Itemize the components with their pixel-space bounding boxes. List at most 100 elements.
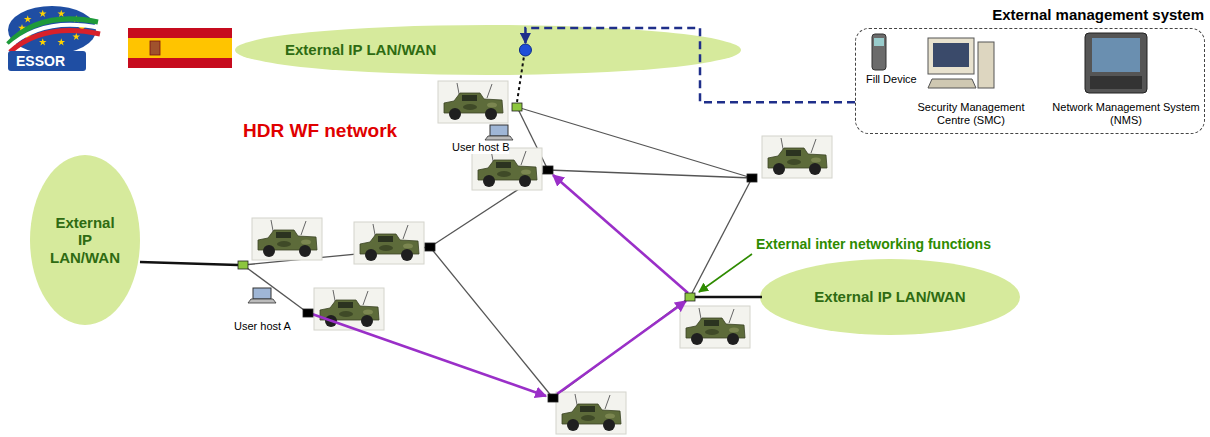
- laptop-base: [248, 299, 276, 303]
- lan-wan-ellipse: External IP LAN/WAN: [30, 155, 140, 325]
- camo-patch: [301, 240, 311, 245]
- vehicle-icon: [252, 218, 322, 260]
- vehicle-icon: [762, 136, 832, 178]
- vehicle-window: [496, 162, 511, 168]
- case: [1085, 33, 1147, 93]
- host-label: User host B: [452, 141, 509, 154]
- node-text: External IP LAN/WAN: [48, 214, 122, 266]
- camo-patch: [463, 104, 477, 110]
- vehicle-icon: [556, 392, 626, 434]
- camo-patch: [581, 415, 595, 421]
- vehicle-frame: [472, 148, 542, 190]
- keys: [1090, 76, 1142, 89]
- ellipse-fill: [30, 155, 140, 325]
- camo-patch: [497, 171, 511, 177]
- computer-icon: [928, 38, 994, 88]
- vehicle-icon: [314, 288, 384, 330]
- wheel: [365, 249, 377, 261]
- camo-patch: [487, 103, 497, 108]
- management-system-box: External management systemFill DeviceSec…: [855, 28, 1205, 134]
- camo-patch: [339, 311, 353, 317]
- laptop-screen: [490, 125, 508, 136]
- node-text: External IP LAN/WAN: [814, 288, 965, 305]
- node-text: Fill Device: [866, 73, 917, 86]
- logo-star: [72, 33, 80, 40]
- radio-link: [517, 107, 752, 178]
- vehicle-icon: [472, 148, 542, 190]
- flag-stripe: [128, 28, 232, 68]
- wheel: [691, 333, 703, 345]
- laptop-icon: [485, 125, 513, 140]
- antenna: [301, 221, 306, 235]
- data-flow-arrow: [553, 175, 688, 293]
- vehicle-window: [462, 95, 477, 101]
- flag-emblem: [150, 41, 160, 55]
- gateway-link: [140, 262, 238, 265]
- data-flow-arrow: [312, 314, 546, 396]
- gateway-link: [695, 296, 762, 299]
- tower: [978, 42, 994, 88]
- radio-link: [430, 247, 553, 398]
- ellipse-fill: [235, 25, 741, 75]
- vehicle-icon: [680, 306, 750, 348]
- wheel: [773, 163, 785, 175]
- camo-patch: [379, 245, 393, 251]
- essor-logo: [8, 6, 100, 71]
- vehicle-frame: [556, 392, 626, 434]
- antenna: [605, 395, 610, 409]
- vehicle-frame: [252, 218, 322, 260]
- spanish-flag: [128, 28, 232, 68]
- flag-stripe: [128, 38, 232, 58]
- wheel: [603, 419, 615, 431]
- camo-patch: [787, 159, 801, 165]
- vehicle-frame: [438, 81, 508, 123]
- camo-patch: [811, 158, 821, 163]
- wheel: [485, 108, 497, 120]
- device-label: Security Management Centre (SMC): [901, 101, 1041, 126]
- vehicle-window: [580, 406, 595, 412]
- wheel: [727, 333, 739, 345]
- vehicle-window: [276, 232, 291, 238]
- radio-node: [425, 243, 435, 251]
- vehicle-frame: [762, 136, 832, 178]
- logo-star: [39, 10, 47, 17]
- fill-device-icon: [872, 34, 886, 70]
- logo-bar: [8, 51, 86, 71]
- screen: [1092, 38, 1140, 72]
- radio-link: [243, 265, 308, 313]
- logo-star: [57, 38, 65, 45]
- vehicle-window: [786, 150, 801, 156]
- device-label: Fill Device: [866, 73, 917, 86]
- radio-node: [512, 103, 522, 111]
- wheel: [567, 419, 579, 431]
- vehicle-window: [704, 320, 719, 326]
- camo-patch: [605, 414, 615, 419]
- wheel: [263, 245, 275, 257]
- radio-node: [238, 261, 248, 269]
- callout-label: External inter networking functions: [756, 236, 991, 252]
- logo-star: [57, 10, 65, 17]
- wheel: [809, 163, 821, 175]
- monitor: [928, 38, 974, 74]
- gateway-dot: [519, 44, 531, 56]
- node-text: Security Management Centre (SMC): [901, 101, 1041, 126]
- network-title: HDR WF network: [243, 120, 397, 142]
- node-text: Network Management System (NMS): [1051, 101, 1201, 126]
- device-screen: [874, 38, 884, 46]
- antenna: [487, 84, 492, 98]
- antenna: [811, 139, 816, 153]
- radio-link: [690, 178, 752, 297]
- lan-wan-ellipse: External IP LAN/WAN: [760, 259, 1020, 335]
- vehicle-frame: [314, 288, 384, 330]
- host-label: User host A: [234, 320, 291, 333]
- logo-star: [24, 15, 32, 22]
- vehicle-frame: [354, 222, 424, 264]
- radio-node: [685, 293, 695, 301]
- logo-text: ESSOR: [16, 53, 65, 69]
- vehicle-window: [338, 302, 353, 308]
- device-body: [872, 34, 886, 70]
- wheel: [519, 175, 531, 187]
- radio-node: [303, 309, 313, 317]
- laptop-base: [485, 136, 513, 140]
